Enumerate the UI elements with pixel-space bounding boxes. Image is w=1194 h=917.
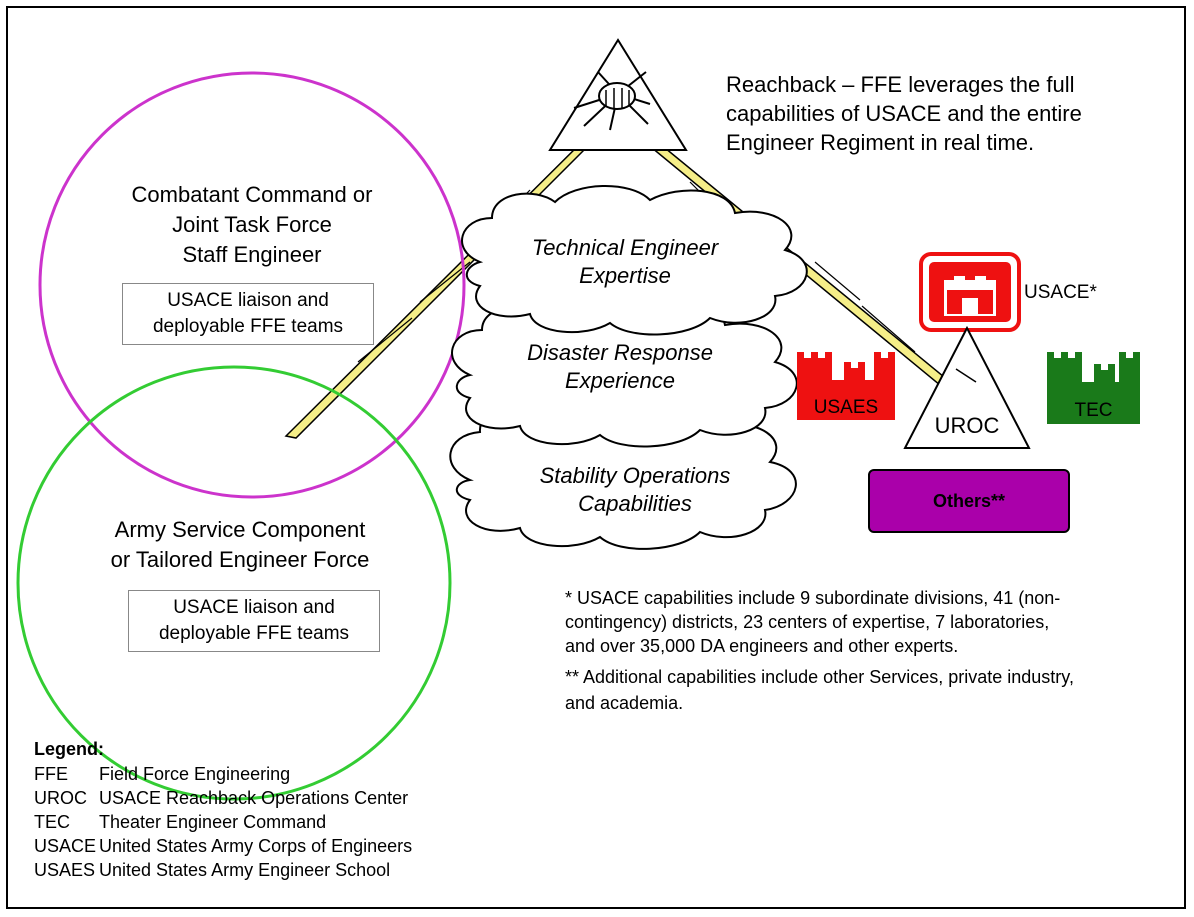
- liaison-line: USACE liaison and: [173, 597, 335, 618]
- legend-title: Legend:: [34, 739, 104, 759]
- cloud-line: Stability Operations: [539, 463, 731, 488]
- legend-item: UROC USACE Reachback Operations Center: [34, 786, 412, 810]
- legend-text: United States Army Corps of Engineers: [99, 836, 413, 856]
- legend-item: USAES United States Army Engineer School: [34, 858, 412, 882]
- combatant-line: Joint Task Force: [172, 212, 332, 237]
- cloud-line: Experience: [564, 368, 676, 393]
- legend-abbr: TEC: [34, 812, 70, 832]
- usace-label: USACE*: [1024, 282, 1097, 303]
- uroc-triangle: [903, 325, 1031, 449]
- legend-abbr: FFE: [34, 764, 68, 784]
- reachback-line: capabilities of USACE and the entire: [726, 101, 1082, 126]
- liaison-line: USACE liaison and: [167, 290, 329, 311]
- figure-frame: [6, 6, 1186, 909]
- reachback-satellite-triangle: [548, 38, 688, 151]
- legend-item: FFE Field Force Engineering: [34, 762, 412, 786]
- legend: Legend: FFE Field Force Engineering UROC…: [34, 736, 412, 882]
- army-line: or Tailored Engineer Force: [110, 547, 370, 572]
- footnote-additional: ** Additional capabilities include other…: [565, 664, 1074, 716]
- cloud-technical: [461, 184, 808, 336]
- legend-text: Field Force Engineering: [99, 764, 291, 784]
- tec-label: TEC: [1074, 400, 1113, 421]
- combatant-line: Combatant Command or: [131, 182, 373, 207]
- legend-item: TEC Theater Engineer Command: [34, 810, 412, 834]
- army-line: Army Service Component: [114, 517, 366, 542]
- army-liaison-box: USACE liaison and deployable FFE teams: [128, 590, 380, 652]
- usaes-label: USAES: [813, 397, 879, 418]
- legend-item: USACE United States Army Corps of Engine…: [34, 834, 412, 858]
- footnote-line: ** Additional capabilities include other…: [565, 667, 1074, 687]
- footnote-line: and over 35,000 DA engineers and other e…: [565, 636, 959, 656]
- cloud-stability-label: Stability Operations Capabilities: [505, 462, 765, 518]
- footnote-line: * USACE capabilities include 9 subordina…: [565, 588, 1061, 608]
- usace-castle-icon: [919, 252, 1021, 332]
- others-label: Others**: [932, 490, 1006, 511]
- footnote-line: and academia.: [565, 693, 684, 713]
- army-service-title: Army Service Component or Tailored Engin…: [60, 515, 420, 575]
- combatant-liaison-box: USACE liaison and deployable FFE teams: [122, 283, 374, 345]
- cloud-line: Expertise: [579, 263, 671, 288]
- reachback-line: Engineer Regiment in real time.: [726, 130, 1035, 155]
- footnote-usace: * USACE capabilities include 9 subordina…: [565, 586, 1060, 658]
- cloud-technical-label: Technical Engineer Expertise: [500, 234, 750, 290]
- liaison-line: deployable FFE teams: [152, 316, 344, 337]
- reachback-description: Reachback – FFE leverages the full capab…: [726, 70, 1082, 157]
- combatant-command-circle: [38, 71, 466, 499]
- tec-castle-icon: [1047, 352, 1140, 424]
- uroc-label: UROC: [934, 413, 1000, 438]
- legend-abbr: USACE: [34, 836, 97, 856]
- cloud-line: Disaster Response: [527, 340, 713, 365]
- liaison-line: deployable FFE teams: [158, 623, 350, 644]
- footnote-line: contingency) districts, 23 centers of ex…: [565, 612, 1050, 632]
- legend-text: Theater Engineer Command: [99, 812, 327, 832]
- legend-abbr: UROC: [34, 788, 87, 808]
- legend-text: United States Army Engineer School: [99, 860, 391, 880]
- cloud-line: Capabilities: [578, 491, 692, 516]
- cloud-disaster-label: Disaster Response Experience: [495, 339, 745, 395]
- cloud-line: Technical Engineer: [531, 235, 719, 260]
- others-box: Others**: [868, 469, 1070, 533]
- combatant-line: Staff Engineer: [182, 242, 322, 267]
- legend-text: USACE Reachback Operations Center: [99, 788, 409, 808]
- usaes-castle-icon: [797, 352, 895, 420]
- reachback-line: Reachback – FFE leverages the full: [726, 72, 1075, 97]
- legend-abbr: USAES: [34, 860, 96, 880]
- combatant-command-title: Combatant Command or Joint Task Force St…: [82, 180, 422, 270]
- army-service-circle: [16, 365, 452, 801]
